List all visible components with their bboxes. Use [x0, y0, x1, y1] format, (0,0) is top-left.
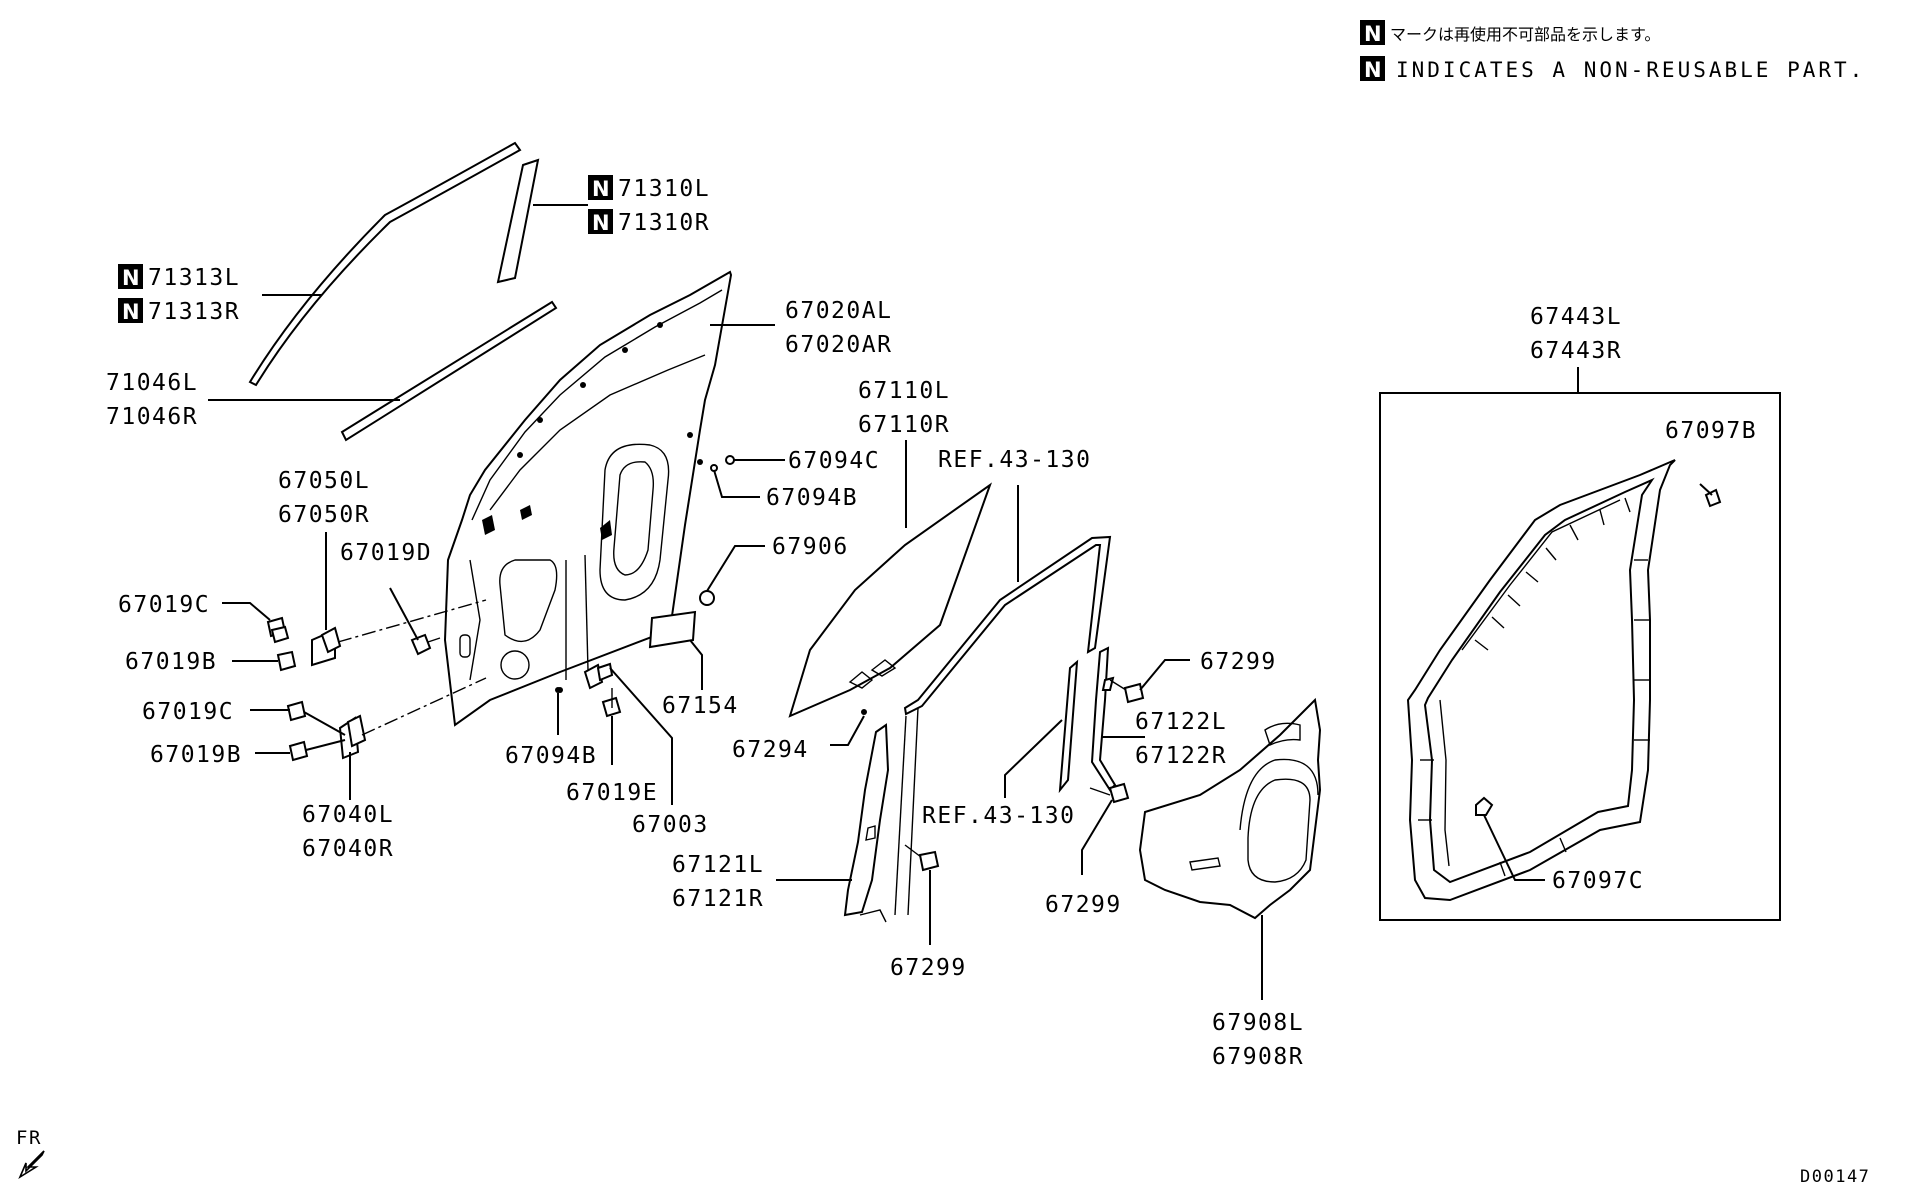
belt-weatherstrip-71046: 71046L 71046R	[106, 300, 558, 442]
n-mark: N	[592, 211, 610, 235]
rear-lower-sash-67122: 67122L 67122R	[1090, 646, 1227, 792]
upper-hinge-67050: 67050L 67050R	[278, 468, 487, 667]
sealing-screen-67908: 67908L 67908R	[1138, 697, 1322, 1070]
part-label-67097C: 67097C	[1552, 868, 1644, 894]
striker-67003: 67003	[583, 662, 709, 838]
part-label-67040R: 67040R	[302, 836, 394, 862]
part-label-67094B-upper: 67094B	[766, 485, 858, 511]
part-label-67443R: 67443R	[1530, 338, 1622, 364]
lower-sash-67121: 67121L 67121R	[672, 723, 890, 923]
inset-frame	[1379, 392, 1781, 921]
part-label-67040L: 67040L	[302, 802, 394, 828]
part-label-67094B-lower: 67094B	[505, 743, 597, 769]
part-label-67019B-lower: 67019B	[150, 742, 242, 768]
part-label-67908L: 67908L	[1212, 1010, 1304, 1036]
part-label-67094C: 67094C	[788, 448, 880, 474]
part-label-71313R: 71313R	[148, 299, 240, 325]
part-label-67121R: 67121R	[672, 886, 764, 912]
legend-text-en: INDICATES A NON-REUSABLE PART.	[1396, 58, 1865, 82]
front-arrow-icon	[18, 1150, 45, 1180]
frame-moulding-71313: N 71313L N 71313R	[118, 141, 522, 387]
part-label-67050R: 67050R	[278, 502, 370, 528]
bolt-67019D: 67019D	[340, 540, 441, 656]
bolt-67019E: 67019E	[566, 688, 658, 806]
part-label-71310R: 71310R	[618, 210, 710, 236]
part-label-67906: 67906	[772, 534, 849, 560]
part-label-67003: 67003	[632, 812, 709, 838]
part-label-67154: 67154	[662, 693, 739, 719]
ref-label-lower: REF.43-130	[922, 803, 1075, 829]
part-label-67019B-upper: 67019B	[125, 649, 217, 675]
part-label-67097B: 67097B	[1665, 418, 1757, 444]
weatherstrip-67443: 67443L 67443R 67097B 67097C	[1379, 304, 1781, 921]
part-label-67121L: 67121L	[672, 852, 764, 878]
part-label-67020AR: 67020AR	[785, 332, 892, 358]
pad-67154: 67154	[648, 610, 739, 719]
ref-label-upper: REF.43-130	[938, 447, 1091, 473]
part-label-67110L: 67110L	[858, 378, 950, 404]
bolt-67299-c: 67299	[1045, 782, 1130, 918]
part-label-67110R: 67110R	[858, 412, 950, 438]
figure-code: D00147	[1800, 1167, 1870, 1187]
front-indicator-text: FR	[16, 1127, 42, 1149]
legend-text-jp: マークは再使用不可部品を示します。	[1390, 25, 1660, 44]
part-label-67294: 67294	[732, 737, 809, 763]
part-label-67299-middle: 67299	[1045, 892, 1122, 918]
bolt-67299-b: 67299	[1109, 649, 1277, 704]
part-label-71313L: 71313L	[148, 265, 240, 291]
n-mark: N	[1364, 58, 1382, 82]
part-label-67019D: 67019D	[340, 540, 432, 566]
door-panel-67020: 67020AL 67020AR	[443, 270, 892, 727]
n-mark: N	[592, 177, 610, 201]
door-glass-67110: 67110L 67110R	[788, 378, 993, 718]
part-label-71046L: 71046L	[106, 370, 198, 396]
screw-67906: 67906	[699, 534, 849, 606]
bolt-67299-a: 67299	[890, 844, 967, 981]
part-label-67299-bottom: 67299	[890, 955, 967, 981]
plug-67094: 67094C 67094B	[710, 448, 880, 511]
part-label-71046R: 71046R	[106, 404, 198, 430]
part-label-67122L: 67122L	[1135, 709, 1227, 735]
plug-67094B-lower: 67094B	[505, 687, 597, 769]
n-mark: N	[1364, 22, 1382, 46]
part-label-67443L: 67443L	[1530, 304, 1622, 330]
rear-glass-run: REF.43-130	[922, 659, 1079, 829]
front-indicator: FR	[16, 1127, 45, 1180]
glass-run-channel: REF.43-130	[894, 447, 1112, 916]
part-label-67019E: 67019E	[566, 780, 658, 806]
part-label-67019C-lower: 67019C	[142, 699, 234, 725]
part-label-67050L: 67050L	[278, 468, 370, 494]
part-label-67908R: 67908R	[1212, 1044, 1304, 1070]
part-label-67299-upper: 67299	[1200, 649, 1277, 675]
part-label-67020AL: 67020AL	[785, 298, 892, 324]
n-mark: N	[122, 266, 140, 290]
part-label-67019C-upper: 67019C	[118, 592, 210, 618]
lower-hinge-67040: 67040L 67040R	[302, 677, 487, 862]
legend: N マークは再使用不可部品を示します。 N INDICATES A NON-RE…	[1360, 20, 1865, 82]
bolts-67019-upper: 67019C 67019B	[118, 592, 297, 675]
bolts-67019-lower: 67019C 67019B	[142, 699, 346, 768]
clip-67294: 67294	[732, 709, 867, 763]
part-label-71310L: 71310L	[618, 176, 710, 202]
part-label-67122R: 67122R	[1135, 743, 1227, 769]
n-mark: N	[122, 300, 140, 324]
window-moulding-71310: N 71310L N 71310R	[496, 158, 710, 284]
